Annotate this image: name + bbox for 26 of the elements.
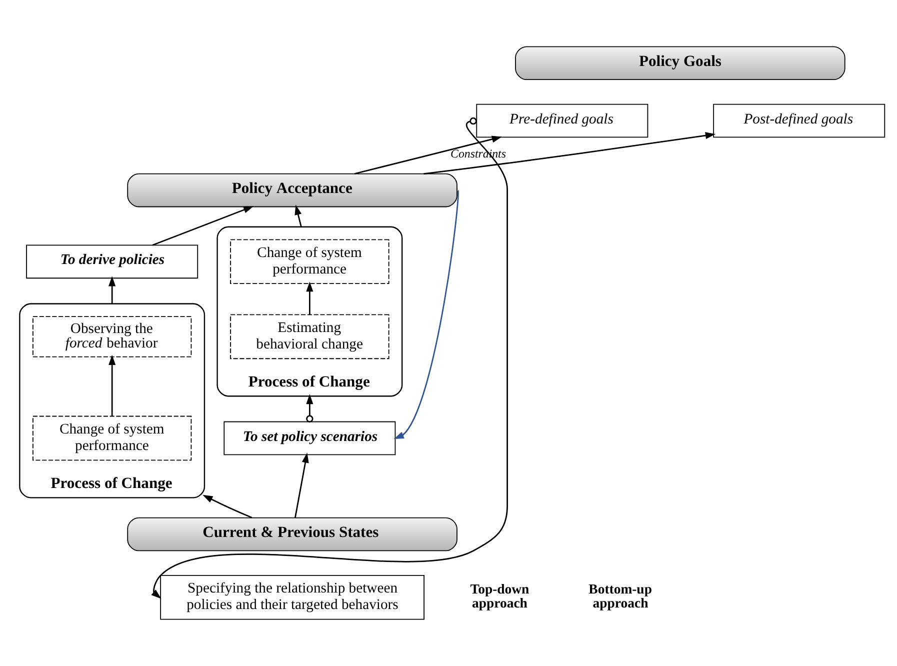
- node-box: Policy Acceptance: [127, 173, 458, 208]
- arrow: [306, 282, 314, 315]
- label: Top-down approach: [470, 582, 530, 610]
- node-box: Change of system performance: [230, 239, 390, 284]
- arrow: [152, 206, 254, 246]
- node-box: Post-defined goals: [713, 104, 886, 138]
- arrow: [151, 117, 508, 599]
- node-box: Pre-defined goals: [476, 104, 648, 138]
- node-box: Observing the forced behavior: [32, 316, 192, 358]
- node-box: To set policy scenarios: [224, 421, 396, 456]
- arrow: [202, 494, 252, 518]
- node-box: Change of system performance: [32, 416, 192, 461]
- arrow: [306, 394, 314, 422]
- arrow: [354, 136, 502, 174]
- arrow: [394, 190, 459, 439]
- node-box: To derive policies: [26, 244, 198, 279]
- node-box: Current & Previous States: [127, 517, 458, 552]
- label: Bottom-up approach: [588, 582, 652, 610]
- node-box: Specifying the relationship between policies and their targeted behaviors: [160, 574, 424, 620]
- arrow: [294, 204, 302, 228]
- arrow: [108, 354, 116, 416]
- arrow: [294, 452, 309, 518]
- arrow: [108, 276, 116, 304]
- arrow: [424, 132, 716, 174]
- node-box: Estimating behavioral change: [230, 314, 390, 360]
- node-box: Policy Goals: [515, 46, 846, 80]
